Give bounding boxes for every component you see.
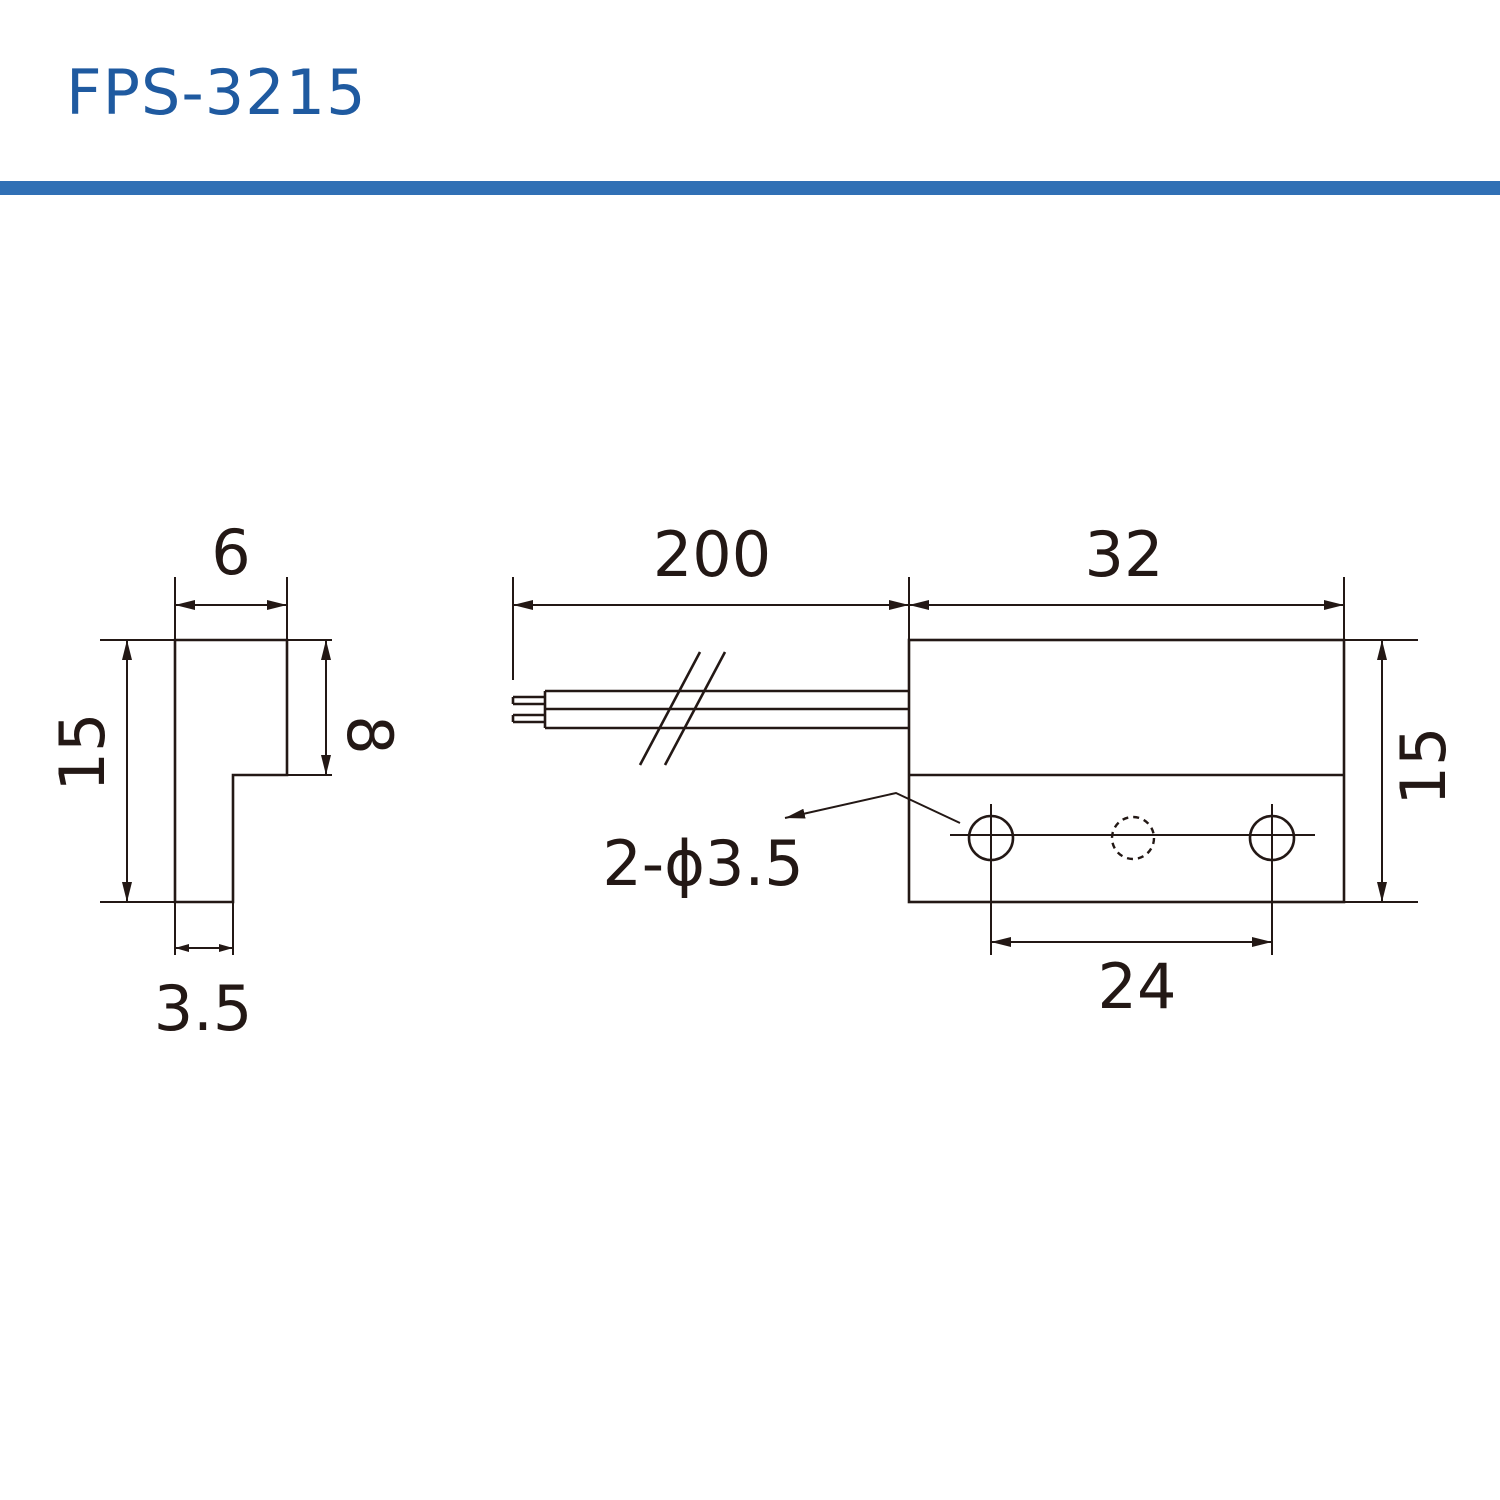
body-length-label: 32 [1085, 518, 1164, 591]
side-view: 6 15 8 3.5 [46, 516, 406, 1045]
side-width-label: 6 [211, 516, 250, 589]
side-height-label: 15 [46, 713, 119, 792]
cable-length-label: 200 [653, 518, 771, 591]
side-step-label: 8 [333, 715, 406, 754]
model-title: FPS-3215 [66, 56, 367, 129]
front-view: 200 32 15 24 2-ϕ3.5 [511, 518, 1460, 1023]
sensor-body [907, 638, 1346, 904]
hidden-hole-center [1110, 815, 1156, 861]
front-height-label: 15 [1387, 727, 1460, 806]
break-mark-2 [663, 651, 727, 766]
header-rule [0, 181, 1500, 195]
hole-spec-label: 2-ϕ3.5 [602, 827, 803, 900]
cable [511, 651, 909, 766]
side-profile-outline [173, 638, 289, 904]
hole-pitch-label: 24 [1098, 950, 1177, 1023]
break-mark-1 [638, 651, 702, 766]
side-base-label: 3.5 [154, 972, 253, 1045]
hole-spec-leader [784, 791, 961, 824]
